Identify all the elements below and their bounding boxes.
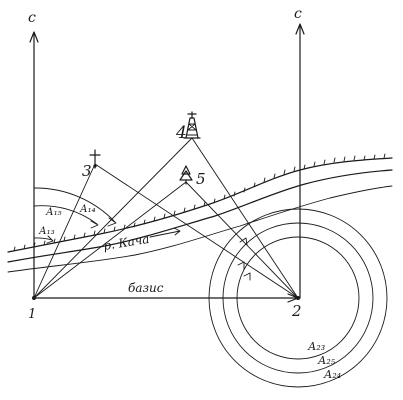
- north-line-left: [29, 31, 39, 299]
- circle-a24: [208, 208, 388, 388]
- point-4-label: 4: [175, 123, 187, 143]
- landmark-5-tree-icon: [179, 165, 193, 185]
- azimuth-label-a14: А₁₄: [79, 204, 96, 215]
- sight-lines-from-2: [94, 137, 299, 299]
- north-label-left: с: [28, 10, 36, 26]
- point-2-label: 2: [291, 302, 302, 320]
- river-flow-arrow: [149, 227, 181, 238]
- north-line-right: [295, 23, 305, 299]
- point-5-label: 5: [196, 170, 206, 188]
- circle-a25: [222, 222, 374, 374]
- arc-a13: [33, 237, 53, 241]
- circle-a23: [236, 236, 360, 360]
- river-bank-upper: [7, 157, 393, 253]
- baseline-label: базис: [128, 281, 164, 295]
- arc-a14: [33, 187, 116, 223]
- azimuth-arcs-1: [33, 187, 117, 244]
- river-bank-middle: [7, 169, 393, 263]
- river-label: р. Кача: [102, 232, 150, 253]
- azimuth-label-a24: А₂₄: [323, 368, 341, 381]
- azimuth-label-a15: А₁₅: [45, 207, 62, 218]
- azimuth-label-a13: А₁₃: [38, 226, 55, 237]
- landmark-4-tower-icon: [183, 111, 201, 139]
- sight-lines-from-1: [33, 137, 193, 299]
- point-2-marker: [296, 296, 300, 300]
- baseline: [33, 293, 299, 303]
- point-1-marker: [32, 296, 36, 300]
- azimuth-label-a23: А₂₃: [307, 340, 325, 353]
- arc-a15: [33, 205, 98, 225]
- river-hatching: [13, 153, 386, 252]
- river-bank-lower: [7, 185, 393, 273]
- north-label-right: с: [294, 6, 302, 22]
- point-1-label: 1: [28, 307, 36, 322]
- landmark-3-pole-icon: [89, 149, 101, 169]
- azimuth-circles-2: [208, 208, 388, 388]
- river: [7, 153, 393, 273]
- point-3-label: 3: [82, 162, 92, 180]
- azimuth-label-a25: А₂₅: [317, 354, 336, 367]
